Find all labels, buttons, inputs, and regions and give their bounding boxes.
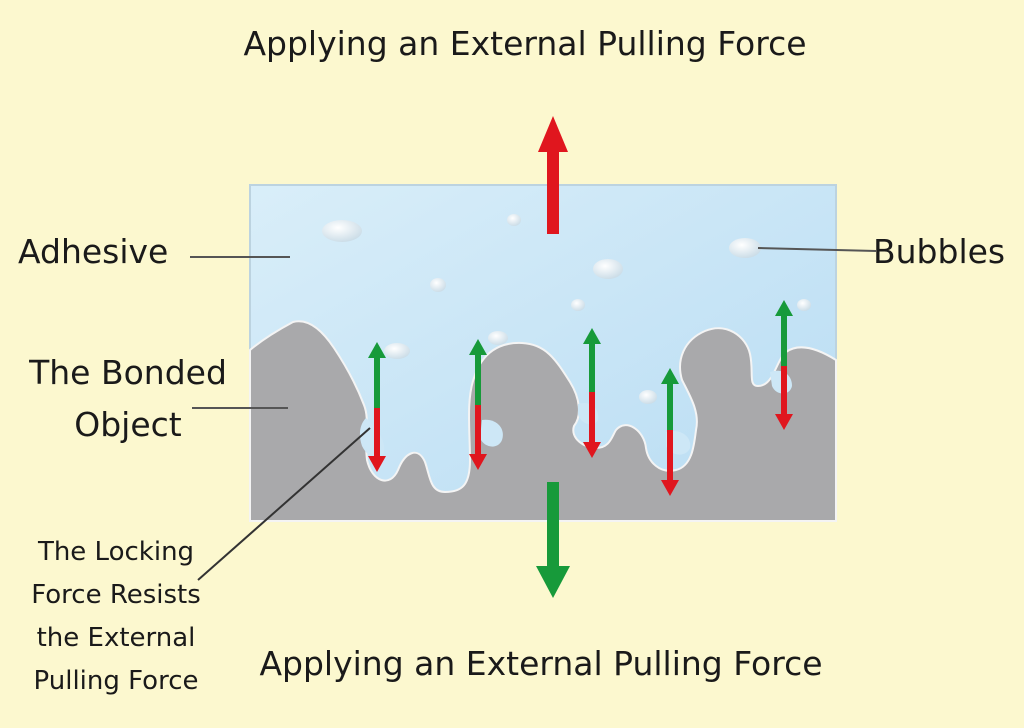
bubbles-leader-line <box>757 247 877 252</box>
locking-force-arrow <box>661 368 679 496</box>
bonded-object-label: The Bonded Object <box>8 347 248 451</box>
bubble <box>729 238 761 258</box>
bubble <box>430 278 446 292</box>
locking-force-arrow <box>583 328 601 458</box>
bubble <box>507 214 521 226</box>
bonded-object-label-line: Object <box>74 405 182 444</box>
title-top: Applying an External Pulling Force <box>243 24 807 63</box>
locking-force-label-line: Pulling Force <box>33 666 199 696</box>
bubble <box>797 299 811 311</box>
external-pull-arrow-down <box>536 482 570 598</box>
locking-force-label-line: the External <box>36 623 196 653</box>
external-pull-arrow-up <box>538 116 568 234</box>
locking-force-arrow <box>775 300 793 430</box>
bubble <box>593 259 623 279</box>
locking-force-leader-line <box>197 427 371 581</box>
bubble <box>571 299 585 311</box>
bubbles-label: Bubbles <box>873 232 1006 271</box>
bubble <box>384 343 410 359</box>
locking-force-label-line: The Locking <box>37 537 195 567</box>
locking-force-label: The Locking Force Resists the External P… <box>8 531 224 703</box>
adhesive-label: Adhesive <box>18 232 169 271</box>
title-bottom: Applying an External Pulling Force <box>259 644 823 683</box>
bubble <box>639 390 657 404</box>
locking-force-label-line: Force Resists <box>31 580 201 610</box>
bubble <box>322 220 362 242</box>
bubble <box>488 331 508 345</box>
locking-force-arrow <box>368 342 386 472</box>
bonded-object-label-line: The Bonded <box>29 353 227 392</box>
locking-force-arrow <box>469 339 487 470</box>
adhesive-pocket <box>480 419 503 447</box>
